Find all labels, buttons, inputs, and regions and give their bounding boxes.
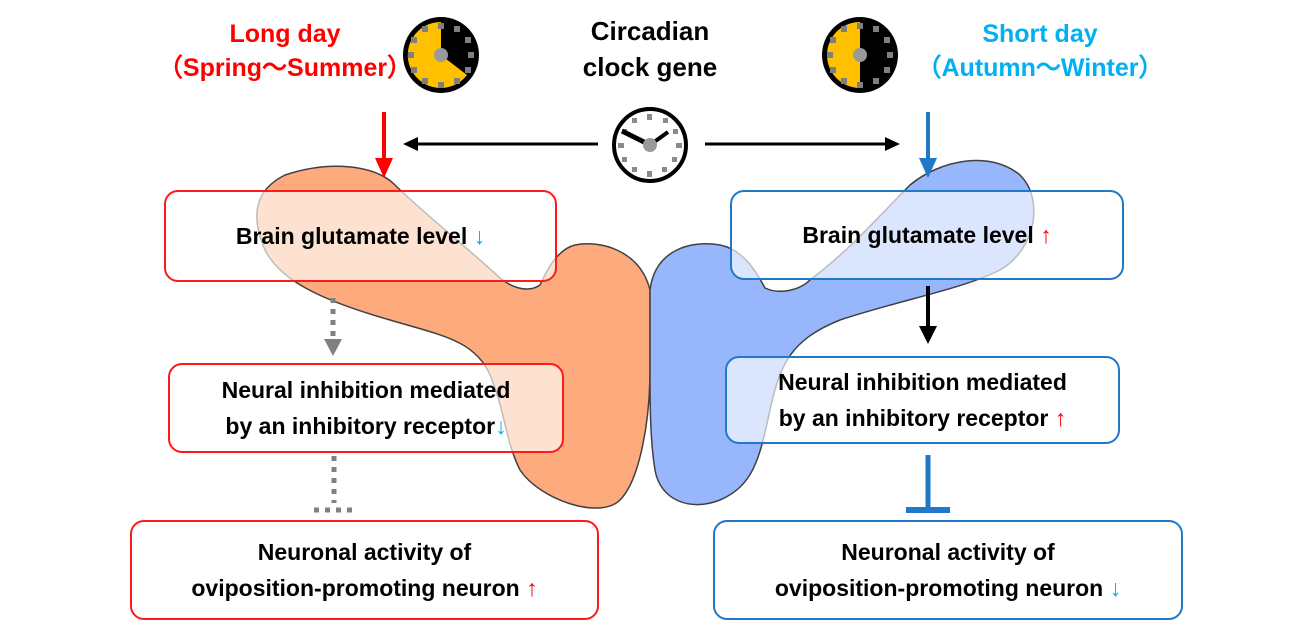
long-activity-line1: Neuronal activity of [257,539,472,565]
long-day-input-arrow [375,112,393,178]
clock-to-short-arrow [705,137,900,151]
short-inhibition-box: Neural inhibition mediated by an inhibit… [725,356,1120,444]
down-arrow-icon: ↓ [473,223,486,249]
up-arrow-icon: ↑ [1040,222,1052,248]
up-arrow-icon: ↑ [1054,405,1067,431]
long-inhibition-to-activity-dashed-inhibitor [314,456,356,513]
short-inhibition-to-activity-inhibitor [906,455,950,513]
long-inhibition-box: Neural inhibition mediated by an inhibit… [168,363,564,453]
long-day-label: Long day （Spring～Summer） [150,17,420,85]
long-glutamate-to-inhibition-dashed-arrow [324,298,342,356]
short-activity-box: Neuronal activity of oviposition-promoti… [713,520,1183,620]
short-glutamate-to-inhibition-arrow [919,286,937,344]
gene-title-line2: clock gene [582,52,718,82]
short-inhibition-line1: Neural inhibition mediated [778,369,1067,395]
circadian-clock-icon [612,107,688,183]
long-day-title: Long day [229,20,341,48]
short-day-clock-icon [822,17,898,93]
clock-to-long-arrow [403,137,598,151]
long-activity-box: Neuronal activity of oviposition-promoti… [130,520,599,620]
long-day-clock-icon [403,17,479,93]
short-day-input-arrow [919,112,937,178]
short-day-label: Short day （Autumn～Winter） [895,17,1185,85]
long-glutamate-text: Brain glutamate level [235,223,468,249]
long-activity-line2: oviposition-promoting neuron [191,575,520,601]
down-arrow-icon: ↓ [1109,575,1122,601]
long-glutamate-box: Brain glutamate level ↓ [164,190,557,282]
down-arrow-icon: ↓ [495,413,507,439]
gene-title-line1: Circadian [590,16,710,46]
short-activity-line2: oviposition-promoting neuron [774,575,1104,601]
short-glutamate-text: Brain glutamate level [802,222,1034,248]
circadian-gene-label: Circadian clock gene [545,13,755,85]
short-day-subtitle: （Autumn～Winter） [916,54,1164,82]
short-activity-line1: Neuronal activity of [841,539,1055,565]
short-inhibition-line2: by an inhibitory receptor [778,405,1049,431]
long-day-subtitle: （Spring～Summer） [157,54,413,82]
up-arrow-icon: ↑ [526,575,538,601]
long-inhibition-line2: by an inhibitory receptor [225,413,496,439]
long-inhibition-line1: Neural inhibition mediated [221,377,511,403]
short-day-title: Short day [982,20,1098,48]
short-glutamate-box: Brain glutamate level ↑ [730,190,1124,280]
